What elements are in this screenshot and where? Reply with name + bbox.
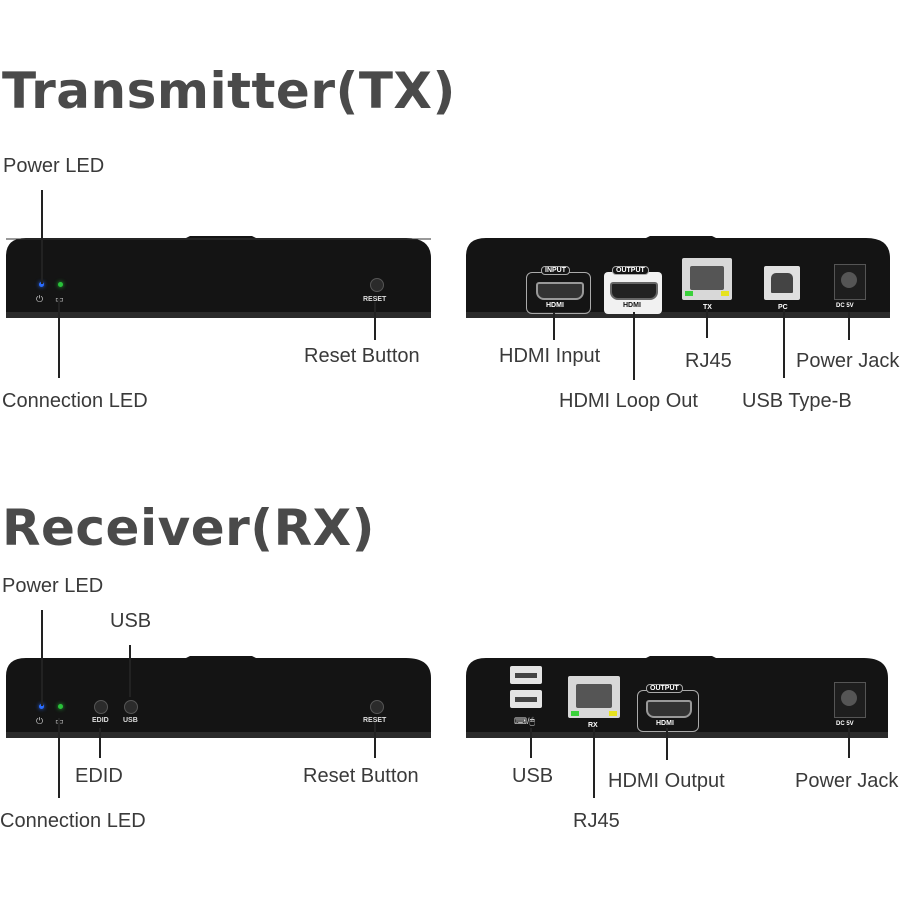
- rx-reset-text: RESET: [363, 717, 387, 724]
- leader-line: [374, 722, 376, 758]
- rx-power-led: [39, 704, 44, 709]
- rx-rj45-led-yellow: [609, 711, 617, 716]
- leader-line: [99, 728, 101, 758]
- leader-line: [633, 312, 635, 380]
- leader-line: [666, 728, 668, 760]
- usb-a-socket-icon: [515, 673, 537, 678]
- tx-dc-text: DC 5V: [836, 303, 854, 309]
- dc-socket-icon: [841, 272, 857, 288]
- rx-edid-text: EDID: [92, 717, 109, 724]
- power-icon: ⏻: [36, 294, 44, 304]
- leader-line: [530, 728, 532, 758]
- tx-label-hdmi-loop-out: HDMI Loop Out: [559, 390, 698, 412]
- rx-label-connection-led: Connection LED: [0, 810, 146, 832]
- tx-reset-text: RESET: [363, 296, 387, 303]
- leader-line: [129, 645, 131, 697]
- dc-socket-icon: [841, 690, 857, 706]
- rx-rj45-led-green: [571, 711, 579, 716]
- rx-rx-text: RX: [588, 722, 598, 729]
- tx-label-usb-type-b: USB Type-B: [742, 390, 852, 412]
- tx-label-rj45: RJ45: [685, 350, 732, 372]
- leader-line: [848, 312, 850, 340]
- tx-front-panel: ⏻ ▭ RESET: [6, 236, 431, 318]
- leader-line: [848, 728, 850, 758]
- tx-input-text: INPUT: [541, 266, 570, 275]
- usb-b-socket-icon: [771, 273, 793, 293]
- leader-line: [374, 302, 376, 340]
- tx-title: Transmitter(TX): [2, 62, 456, 120]
- tx-label-connection-led: Connection LED: [2, 390, 148, 412]
- leader-line: [58, 718, 60, 798]
- hdmi-socket-icon: [536, 282, 584, 300]
- tx-rj45-led-yellow: [721, 291, 729, 296]
- tx-power-led: [39, 282, 44, 287]
- rj45-socket-icon: [690, 266, 724, 290]
- rx-label-rj45: RJ45: [573, 810, 620, 832]
- hdmi-socket-icon: [646, 700, 692, 718]
- leader-line: [783, 310, 785, 378]
- rx-label-power-led: Power LED: [2, 575, 104, 597]
- tx-label-reset-button: Reset Button: [304, 345, 420, 367]
- rx-reset-button[interactable]: [370, 700, 384, 714]
- tx-tx-text: TX: [703, 304, 712, 311]
- tx-reset-button[interactable]: [370, 278, 384, 292]
- rx-title: Receiver(RX): [2, 499, 376, 557]
- leader-line: [58, 298, 60, 378]
- rx-front-panel: ⏻ ▭ EDID USB RESET: [6, 656, 431, 738]
- tx-output-text: OUTPUT: [612, 266, 649, 275]
- leader-line: [41, 610, 43, 706]
- rx-dc-text: DC 5V: [836, 721, 854, 727]
- rx-label-power-jack: Power Jack: [795, 770, 899, 792]
- tx-hdmi-in-text: HDMI: [546, 302, 564, 309]
- leader-line: [593, 728, 595, 798]
- leader-line: [706, 310, 708, 338]
- rx-connection-led: [58, 704, 63, 709]
- rx-usb-text: USB: [123, 717, 138, 724]
- rx-label-usb: USB: [512, 765, 554, 787]
- leader-line: [41, 190, 43, 284]
- tx-connection-led: [58, 282, 63, 287]
- rx-back-panel: ⌨/🖱 RX OUTPUT HDMI DC 5V: [466, 656, 888, 738]
- tx-label-power-led: Power LED: [3, 155, 105, 177]
- tx-back-panel: INPUT HDMI OUTPUT HDMI TX PC DC 5V: [466, 236, 890, 318]
- rx-output-text: OUTPUT: [646, 684, 683, 693]
- tx-label-power-jack: Power Jack: [796, 350, 900, 372]
- power-icon: ⏻: [36, 716, 44, 726]
- rx-edid-button[interactable]: [94, 700, 108, 714]
- rx-hdmi-text: HDMI: [656, 720, 674, 727]
- rx-label-reset-button: Reset Button: [303, 765, 419, 787]
- usb-a-socket-icon: [515, 697, 537, 702]
- tx-pc-text: PC: [778, 304, 788, 311]
- hdmi-socket-icon: [610, 282, 658, 300]
- leader-line: [553, 312, 555, 340]
- tx-hdmi-out-text: HDMI: [623, 302, 641, 309]
- keyboard-mouse-icon: ⌨/🖱: [514, 716, 535, 726]
- rx-label-usb-top: USB: [110, 610, 152, 632]
- tx-label-hdmi-input: HDMI Input: [499, 345, 601, 367]
- rx-label-edid: EDID: [75, 765, 123, 787]
- rx-usb-button[interactable]: [124, 700, 138, 714]
- tx-rj45-led-green: [685, 291, 693, 296]
- rj45-socket-icon: [576, 684, 612, 708]
- rx-label-hdmi-output: HDMI Output: [608, 770, 725, 792]
